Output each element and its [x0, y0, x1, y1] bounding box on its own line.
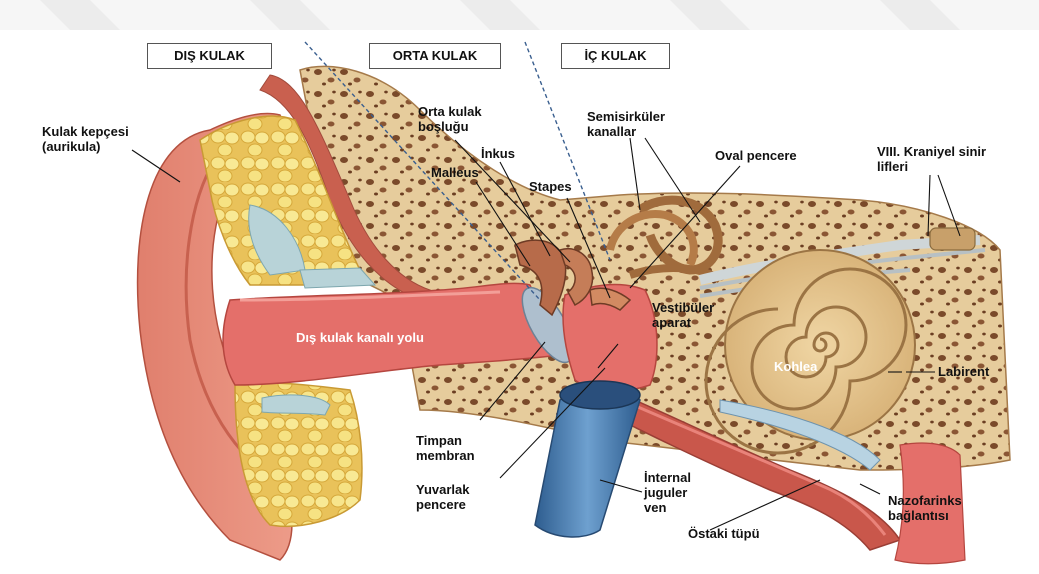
label-tympanic-line1: Timpan: [416, 433, 475, 448]
label-vestibular: Vestibüler aparat: [652, 300, 714, 330]
label-vestibular-line2: aparat: [652, 315, 714, 330]
label-cochlea: Kohlea: [774, 359, 817, 374]
label-round-window-line1: Yuvarlak: [416, 482, 470, 497]
label-semicircular-line2: kanallar: [587, 124, 665, 139]
label-semicircular-canals: Semisirküler kanallar: [587, 109, 665, 139]
label-cranial-nerve-line1: VIII. Kraniyel sinir: [877, 144, 986, 159]
label-incus: İnkus: [481, 146, 515, 161]
label-internal-jugular: İnternal juguler ven: [644, 470, 691, 515]
label-jugular-line1: İnternal: [644, 470, 691, 485]
top-banner: [0, 0, 1039, 30]
label-nasopharynx-line1: Nazofarinks: [888, 493, 962, 508]
label-cranial-nerve-line2: lifleri: [877, 159, 986, 174]
section-middle-ear: ORTA KULAK: [369, 43, 501, 69]
label-auricle-line1: Kulak kepçesi: [42, 124, 129, 139]
label-labyrinth: Labirent: [938, 364, 989, 379]
section-outer-ear: DIŞ KULAK: [147, 43, 272, 69]
label-tympanic-membrane: Timpan membran: [416, 433, 475, 463]
label-middle-ear-cavity-line2: boşluğu: [418, 119, 482, 134]
label-round-window: Yuvarlak pencere: [416, 482, 470, 512]
label-cranial-nerve: VIII. Kraniyel sinir lifleri: [877, 144, 986, 174]
label-ear-canal: Dış kulak kanalı yolu: [296, 330, 424, 345]
label-round-window-line2: pencere: [416, 497, 470, 512]
label-semicircular-line1: Semisirküler: [587, 109, 665, 124]
label-nasopharynx: Nazofarinks bağlantısı: [888, 493, 962, 523]
label-jugular-line2: juguler: [644, 485, 691, 500]
label-oval-window: Oval pencere: [715, 148, 797, 163]
label-middle-ear-cavity-line1: Orta kulak: [418, 104, 482, 119]
label-middle-ear-cavity: Orta kulak boşluğu: [418, 104, 482, 134]
section-inner-ear: İÇ KULAK: [561, 43, 670, 69]
label-auricle-line2: (aurikula): [42, 139, 129, 154]
label-tympanic-line2: membran: [416, 448, 475, 463]
label-eustachian-tube: Östaki tüpü: [688, 526, 760, 541]
label-vestibular-line1: Vestibüler: [652, 300, 714, 315]
label-auricle: Kulak kepçesi (aurikula): [42, 124, 129, 154]
label-nasopharynx-line2: bağlantısı: [888, 508, 962, 523]
label-malleus: Malleus: [431, 165, 479, 180]
label-stapes: Stapes: [529, 179, 572, 194]
label-jugular-line3: ven: [644, 500, 691, 515]
